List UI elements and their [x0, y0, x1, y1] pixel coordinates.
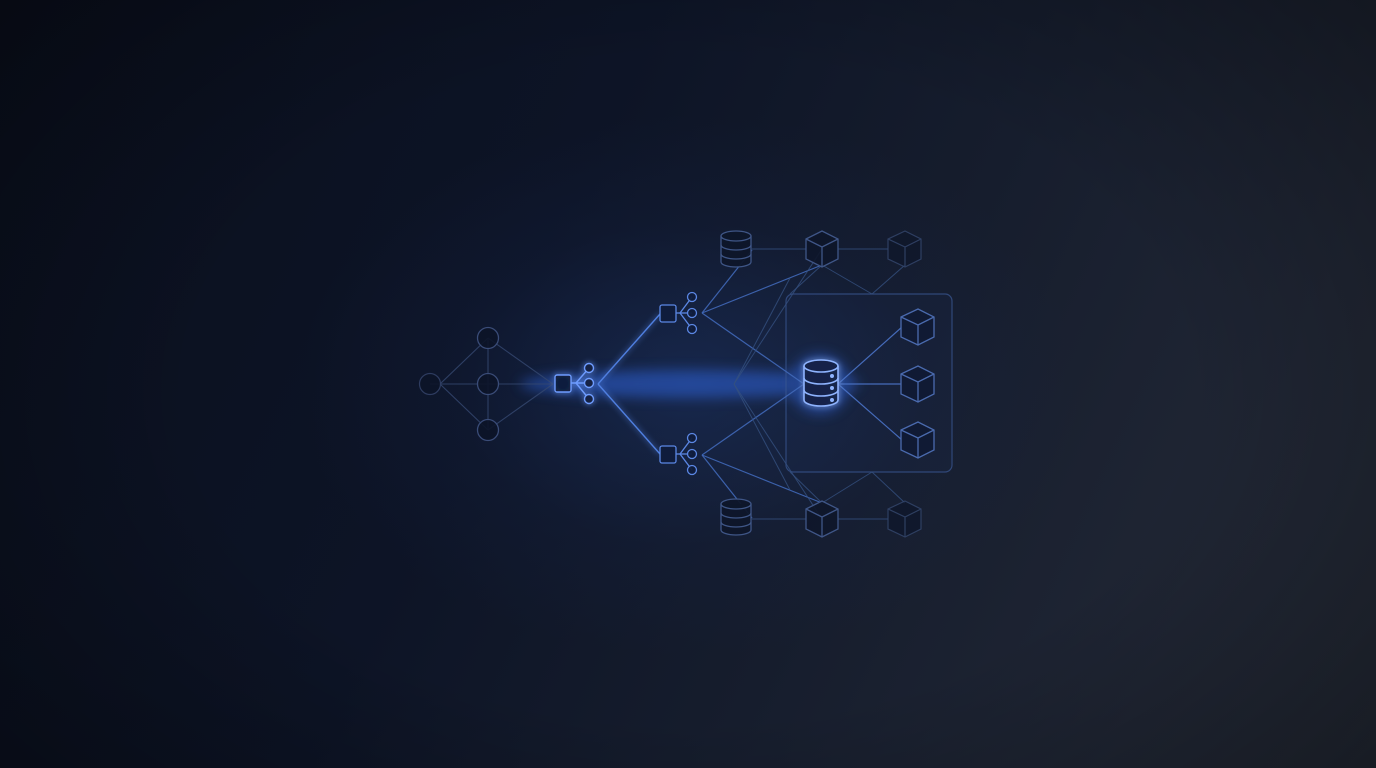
circle-node-icon	[418, 372, 442, 396]
circle-node-icon	[476, 372, 500, 396]
database-icon	[720, 230, 752, 268]
cube-icon	[900, 365, 935, 403]
connection-lines	[430, 248, 906, 520]
cube-icon	[887, 230, 922, 268]
database-icon	[803, 359, 839, 407]
cube-icon	[805, 230, 839, 268]
database-icon	[720, 498, 752, 536]
fan-out-icon	[659, 432, 698, 476]
cube-icon	[805, 500, 839, 538]
fan-out-icon	[659, 291, 698, 335]
cube-icon	[900, 421, 935, 459]
cube-icon	[887, 500, 922, 538]
cube-icon	[900, 308, 935, 346]
fan-out-icon	[554, 362, 595, 405]
circle-node-icon	[476, 418, 500, 442]
circle-node-icon	[476, 326, 500, 350]
